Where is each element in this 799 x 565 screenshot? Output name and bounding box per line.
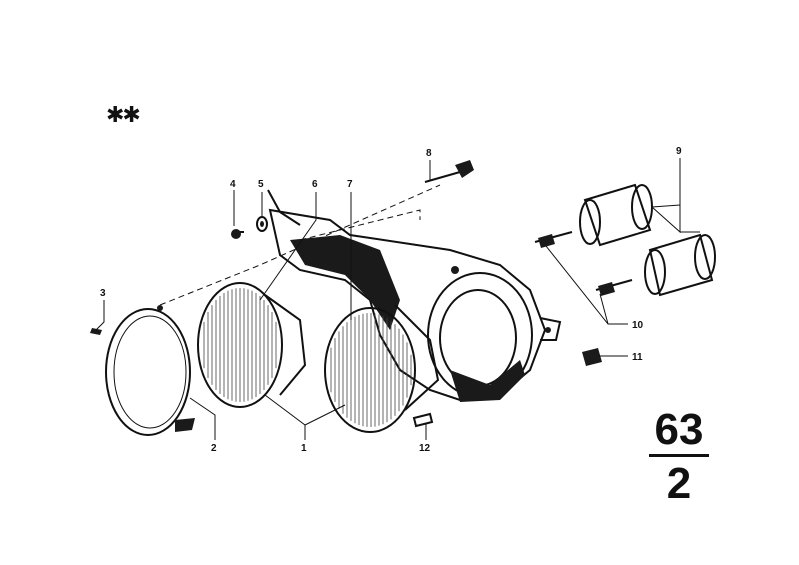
leader-3 bbox=[95, 300, 105, 331]
lamp-socket-part-9-top bbox=[579, 183, 653, 247]
callout-1: 1 bbox=[301, 443, 307, 454]
callout-12: 12 bbox=[419, 443, 431, 454]
callout-8: 8 bbox=[426, 148, 432, 159]
group-number-main: 63 bbox=[654, 405, 704, 454]
assembly-line bbox=[159, 184, 441, 306]
bulb-part-12 bbox=[412, 412, 434, 428]
bulb-part-10-top bbox=[534, 231, 573, 248]
leader-1 bbox=[264, 394, 346, 440]
callout-9: 9 bbox=[676, 146, 682, 157]
callout-3: 3 bbox=[100, 288, 106, 299]
callout-4: 4 bbox=[230, 179, 236, 190]
retaining-ring bbox=[105, 305, 195, 436]
callout-10: 10 bbox=[632, 320, 644, 331]
callout-6: 6 bbox=[312, 179, 318, 190]
leader-6 bbox=[259, 192, 317, 301]
headlight-housing bbox=[267, 189, 562, 402]
callout-11: 11 bbox=[632, 352, 643, 363]
lamp-socket-part-9-bottom bbox=[644, 233, 716, 297]
group-number-sub: 2 bbox=[666, 459, 692, 508]
sealed-beam-lamp-right bbox=[324, 304, 440, 433]
callout-5: 5 bbox=[258, 179, 264, 190]
leader-9 bbox=[651, 158, 700, 234]
callout-7: 7 bbox=[347, 179, 353, 190]
adjusting-screw-part-8 bbox=[424, 160, 474, 183]
leader-2 bbox=[189, 397, 216, 440]
sealed-beam-lamp-left bbox=[197, 282, 307, 408]
leader-10 bbox=[545, 245, 628, 325]
washer-part-5 bbox=[256, 216, 268, 232]
callout-2: 2 bbox=[211, 443, 217, 454]
bulb-part-11 bbox=[582, 348, 602, 366]
bolt-part-4 bbox=[231, 229, 244, 239]
screw-part-3 bbox=[90, 328, 102, 335]
group-number-divider bbox=[649, 454, 709, 457]
revision-marker: ✱✱ bbox=[106, 103, 141, 128]
bulb-part-10-bottom bbox=[595, 279, 633, 296]
